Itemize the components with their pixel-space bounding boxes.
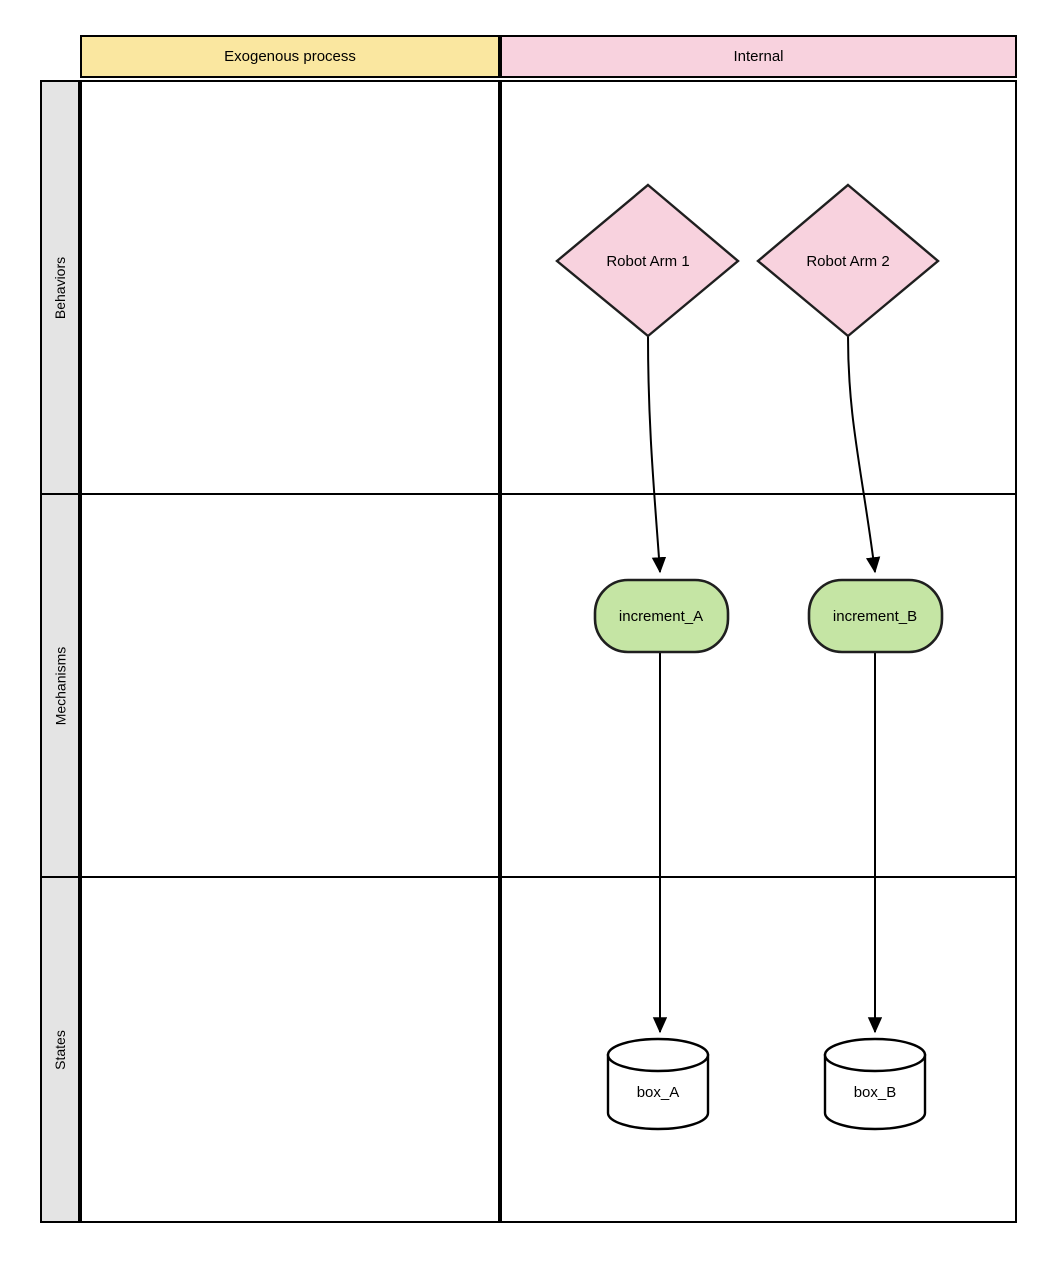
node-box-a[interactable]: box_A: [606, 1037, 710, 1131]
node-increment-a-box[interactable]: [593, 578, 730, 654]
node-robot-arm-1-diamond[interactable]: [555, 183, 740, 338]
cell-states-exogenous-process[interactable]: [80, 876, 500, 1223]
node-increment-b-box[interactable]: [807, 578, 944, 654]
node-box-b-body[interactable]: [823, 1053, 927, 1131]
row-label-mechanisms-text: Mechanisms: [52, 646, 68, 725]
node-increment-b[interactable]: increment_B: [807, 578, 944, 654]
cell-mechanisms-exogenous-process[interactable]: [80, 493, 500, 878]
column-header-exogenous-process-label: Exogenous process: [224, 48, 356, 65]
column-header-exogenous-process[interactable]: Exogenous process: [80, 35, 500, 78]
node-box-b[interactable]: box_B: [823, 1037, 927, 1131]
node-box-a-top[interactable]: [606, 1037, 710, 1073]
row-label-mechanisms[interactable]: Mechanisms: [40, 493, 80, 878]
column-header-internal[interactable]: Internal: [500, 35, 1017, 78]
column-header-internal-label: Internal: [733, 48, 784, 65]
row-label-behaviors[interactable]: Behaviors: [40, 80, 80, 495]
node-robot-arm-2-diamond[interactable]: [756, 183, 940, 338]
cell-states-internal[interactable]: [500, 876, 1017, 1223]
cell-mechanisms-internal[interactable]: [500, 493, 1017, 878]
row-label-states[interactable]: States: [40, 876, 80, 1223]
node-increment-a[interactable]: increment_A: [593, 578, 730, 654]
cell-behaviors-internal[interactable]: [500, 80, 1017, 495]
node-box-b-top[interactable]: [823, 1037, 927, 1073]
cell-behaviors-exogenous-process[interactable]: [80, 80, 500, 495]
swimlane-pool: Exogenous process Internal Behaviors Mec…: [40, 35, 1017, 1223]
node-box-a-body[interactable]: [606, 1053, 710, 1131]
row-label-states-text: States: [52, 1029, 69, 1070]
row-label-behaviors-text: Behaviors: [52, 256, 69, 319]
